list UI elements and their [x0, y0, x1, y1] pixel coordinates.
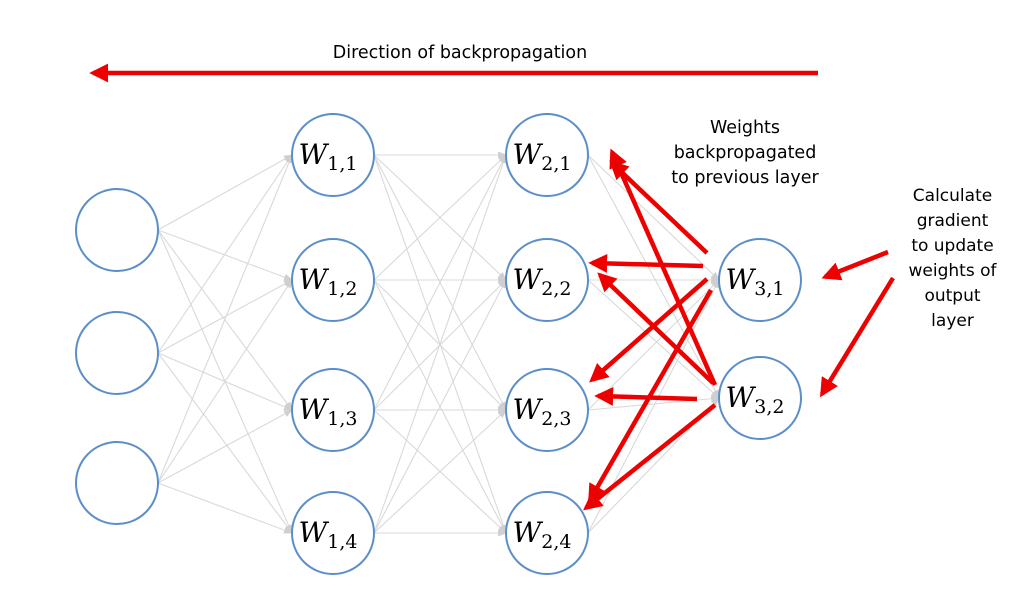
- weight-letter: W: [513, 263, 544, 296]
- weight-letter: W: [513, 516, 544, 549]
- neuron-h2-4: W2,4: [505, 491, 589, 575]
- neuron-circle: [291, 113, 375, 197]
- backpropagation-direction-label: Direction of backpropagation: [332, 43, 588, 63]
- connection-line: [373, 409, 507, 534]
- neuron-weight-label: W1,4: [299, 516, 358, 553]
- neuron-weight-label: W1,3: [299, 393, 358, 430]
- weight-letter: W: [513, 393, 544, 426]
- neuron-o1: W3,1: [718, 238, 802, 322]
- weight-letter: W: [726, 381, 757, 414]
- neuron-circle: [291, 491, 375, 575]
- weight-subscript: 2,4: [541, 531, 571, 553]
- backprop-arrow-o1-h2-3: [589, 277, 709, 383]
- neuron-h2-3: W2,3: [505, 368, 589, 452]
- connection-line: [587, 279, 720, 534]
- weight-letter: W: [299, 263, 330, 296]
- connection-line: [157, 154, 293, 484]
- neuron-weight-label: W3,1: [726, 263, 785, 300]
- weights-backpropagated-note: Weights backpropagated to previous layer: [671, 118, 819, 188]
- connection-line: [587, 395, 720, 411]
- weight-subscript: 3,1: [754, 278, 784, 300]
- gradient-arrow-o2: [820, 276, 895, 398]
- neuron-circle: [505, 113, 589, 197]
- neuron-circle: [505, 491, 589, 575]
- connection-line: [373, 279, 507, 534]
- neuron-weight-label: W2,1: [513, 138, 572, 175]
- connection-line: [157, 279, 293, 484]
- weight-letter: W: [299, 393, 330, 426]
- neuron-circle: [291, 238, 375, 322]
- neuron-h2-2: W2,2: [505, 238, 589, 322]
- connection-line: [373, 154, 507, 411]
- connection-line: [587, 154, 720, 399]
- connection-line: [587, 279, 720, 399]
- neuron-i1: [75, 188, 159, 272]
- weight-subscript: 2,2: [541, 278, 571, 300]
- weight-subscript: 1,4: [327, 531, 357, 553]
- neuron-circle: [291, 368, 375, 452]
- connection-line: [157, 409, 293, 484]
- weight-subscript: 2,3: [541, 408, 571, 430]
- neuron-circle: [718, 238, 802, 322]
- connection-line: [157, 154, 293, 354]
- neuron-circle: [75, 311, 159, 395]
- weight-subscript: 1,2: [327, 278, 357, 300]
- backprop-arrow-o2-h2-1: [609, 148, 718, 386]
- neuron-weight-label: W2,4: [513, 516, 572, 553]
- neuron-i3: [75, 441, 159, 525]
- connection-line: [373, 154, 507, 534]
- neuron-circle: [718, 356, 802, 440]
- neuron-i2: [75, 311, 159, 395]
- weight-letter: W: [726, 263, 757, 296]
- neuron-weight-label: W2,3: [513, 393, 572, 430]
- neuron-weight-label: W3,2: [726, 381, 785, 418]
- backprop-arrow-o1-h2-1: [609, 160, 709, 255]
- connections: [157, 151, 720, 537]
- weight-letter: W: [299, 138, 330, 171]
- weight-subscript: 1,1: [327, 153, 357, 175]
- neuron-circle: [505, 368, 589, 452]
- calculate-gradient-note: Calculate gradient to update weights of …: [908, 186, 997, 331]
- neuron-o2: W3,2: [718, 356, 802, 440]
- neuron-weight-label: W1,1: [299, 138, 358, 175]
- neuron-h1-2: W1,2: [291, 238, 375, 322]
- neuron-circle: [75, 188, 159, 272]
- connection-line: [157, 229, 293, 281]
- connection-line: [157, 352, 293, 534]
- backprop-arrow-o2-h2-3: [594, 387, 698, 406]
- neuron-h1-1: W1,1: [291, 113, 375, 197]
- connection-line: [157, 279, 293, 354]
- weight-subscript: 3,2: [754, 396, 784, 418]
- connection-line: [373, 154, 507, 281]
- neuron-h1-3: W1,3: [291, 368, 375, 452]
- neuron-weight-label: W1,2: [299, 263, 358, 300]
- backprop-arrow-o1-h2-2: [588, 253, 704, 273]
- neuron-circle: [505, 238, 589, 322]
- neuron-circle: [75, 441, 159, 525]
- weight-subscript: 2,1: [541, 153, 571, 175]
- weight-letter: W: [513, 138, 544, 171]
- neuron-h2-1: W2,1: [505, 113, 589, 197]
- backprop-arrow-o2-h2-4: [583, 403, 717, 511]
- weight-subscript: 1,3: [327, 408, 357, 430]
- connection-line: [157, 154, 293, 231]
- weight-letter: W: [299, 516, 330, 549]
- backprop-arrow-o2-h2-2: [597, 272, 715, 385]
- connection-line: [157, 482, 293, 534]
- nodes: W1,1W1,2W1,3W1,4W2,1W2,2W2,3W2,4W3,1W3,2: [75, 113, 802, 575]
- neuron-h1-4: W1,4: [291, 491, 375, 575]
- neuron-weight-label: W2,2: [513, 263, 572, 300]
- gradient-arrow-o1: [821, 249, 889, 281]
- backprop-arrows: [89, 63, 895, 511]
